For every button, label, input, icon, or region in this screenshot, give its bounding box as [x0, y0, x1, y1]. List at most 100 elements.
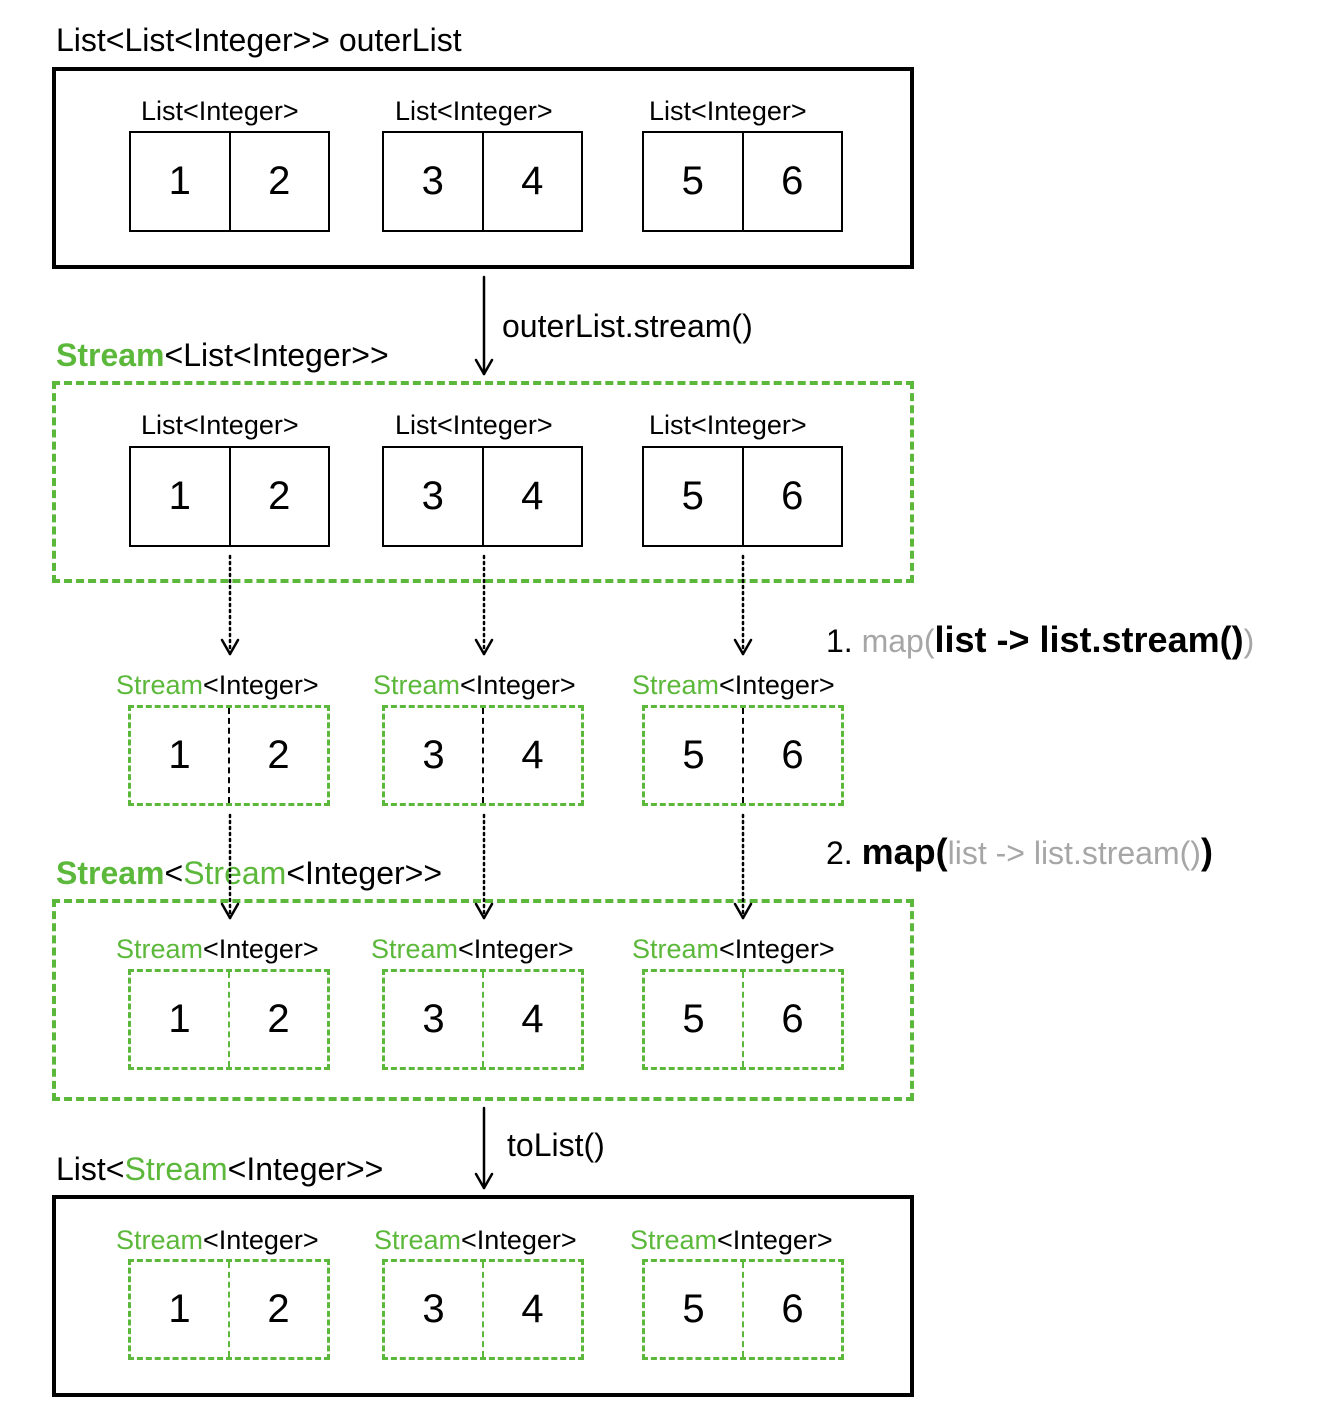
step-2-number: 2.: [826, 835, 853, 871]
stream-type-rest: <Integer>: [203, 670, 319, 700]
list-integer-label-5: List<Integer>: [395, 410, 553, 440]
arrow-head-icon: [220, 638, 240, 656]
element-cell: 3: [421, 159, 444, 203]
stream-type-rest: <Integer>: [719, 934, 835, 964]
list-integer-label-3: List<Integer>: [649, 96, 807, 126]
stream-type-rest: <Integer>: [719, 670, 835, 700]
list-integer-label-6: List<Integer>: [649, 410, 807, 440]
arrow-head-icon: [733, 638, 753, 656]
element-cell: 2: [228, 1262, 327, 1357]
step-1-close: ): [1243, 623, 1255, 659]
element-cell: 4: [482, 708, 581, 803]
stream-integer-label-6: Stream<Integer>: [632, 936, 835, 963]
element-cell: 2: [228, 133, 329, 230]
element-cell: 1: [168, 997, 191, 1041]
element-cell: 1: [168, 1287, 191, 1331]
stream-integer-label-1: Stream<Integer>: [116, 672, 319, 699]
arrow-head-icon: [474, 638, 494, 656]
stream-keyword: Stream: [373, 670, 461, 700]
outer-list-title: List<List<Integer>> outerList: [56, 22, 462, 58]
element-cell: 3: [422, 733, 445, 777]
inner-list-3: 5 6: [642, 131, 843, 232]
outer-list-box: [52, 67, 914, 269]
element-cell: 3: [421, 474, 444, 518]
stream-type-rest: <Integer>>: [286, 855, 443, 891]
element-cell: 6: [742, 1262, 841, 1357]
element-cell: 2: [228, 448, 329, 545]
to-list-op-label: toList(): [507, 1127, 605, 1163]
stream-integer-label-7: Stream<Integer>: [116, 1227, 319, 1254]
stream-type-lt: <: [164, 855, 184, 891]
stream-integer-label-2: Stream<Integer>: [373, 672, 576, 699]
element-cell: 6: [742, 708, 841, 803]
step-2-lambda: list -> list.stream(): [947, 835, 1201, 871]
element-cell: 4: [482, 1262, 581, 1357]
inner-list-1: 1 2: [129, 131, 330, 232]
nested-stream-2: 3 4: [382, 969, 584, 1070]
list-integer-label-4: List<Integer>: [141, 410, 299, 440]
list-of-streams-box: [52, 1195, 914, 1397]
stream-keyword: Stream: [124, 1151, 228, 1187]
stream-keyword: Stream: [116, 934, 204, 964]
stream-keyword: Stream: [371, 934, 459, 964]
stream-type-rest: <Integer>: [458, 934, 574, 964]
element-cell: 5: [682, 1287, 705, 1331]
step-2-map-word: map(: [861, 831, 948, 872]
stream-integer-label-3: Stream<Integer>: [632, 672, 835, 699]
mapped-stream-3: 5 6: [642, 705, 844, 806]
list-type-prefix: List<: [56, 1151, 125, 1187]
stream-inner-list-2: 3 4: [382, 446, 583, 547]
listed-stream-3: 5 6: [642, 1259, 844, 1360]
element-cell: 3: [422, 1287, 445, 1331]
element-cell: 5: [681, 159, 704, 203]
step-1-map-word: map(: [861, 623, 935, 659]
list-integer-label-1: List<Integer>: [141, 96, 299, 126]
arrow-head-icon: [474, 358, 494, 376]
element-cell: 4: [481, 448, 582, 545]
inner-list-2: 3 4: [382, 131, 583, 232]
arrow-head-icon: [474, 1172, 494, 1190]
stream-type-rest: <Integer>: [717, 1225, 833, 1255]
element-cell: 5: [681, 474, 704, 518]
stream-keyword: Stream: [374, 1225, 462, 1255]
element-cell: 6: [741, 133, 842, 230]
stream-type-rest: <Integer>>: [227, 1151, 384, 1187]
element-cell: 2: [228, 708, 327, 803]
stream-type-rest: <Integer>: [203, 934, 319, 964]
element-cell: 4: [481, 133, 582, 230]
element-cell: 5: [682, 997, 705, 1041]
stream-type-rest: <List<Integer>>: [164, 337, 389, 373]
element-cell: 5: [682, 733, 705, 777]
listed-stream-2: 3 4: [382, 1259, 584, 1360]
stream-keyword: Stream: [116, 670, 204, 700]
step-1-number: 1.: [826, 623, 853, 659]
element-cell: 6: [741, 448, 842, 545]
element-cell: 1: [168, 474, 191, 518]
stream-integer-label-4: Stream<Integer>: [116, 936, 319, 963]
step-2-annotation: 2. map(list -> list.stream()): [826, 834, 1213, 870]
stream-inner-list-3: 5 6: [642, 446, 843, 547]
arrow-head-icon: [220, 902, 240, 920]
stream-type-rest: <Integer>: [203, 1225, 319, 1255]
arrow-head-icon: [474, 902, 494, 920]
stream-list-title: Stream<List<Integer>>: [56, 339, 389, 371]
stream-integer-label-8: Stream<Integer>: [374, 1227, 577, 1254]
element-cell: 1: [168, 733, 191, 777]
step-2-close: ): [1200, 831, 1213, 872]
stream-keyword: Stream: [56, 337, 165, 373]
nested-stream-1: 1 2: [128, 969, 330, 1070]
stream-keyword: Stream: [116, 1225, 204, 1255]
stream-keyword: Stream: [630, 1225, 718, 1255]
step-1-annotation: 1. map(list -> list.stream()): [826, 622, 1254, 658]
listed-stream-1: 1 2: [128, 1259, 330, 1360]
stream-integer-label-5: Stream<Integer>: [371, 936, 574, 963]
list-integer-label-2: List<Integer>: [395, 96, 553, 126]
stream-keyword: Stream: [632, 670, 720, 700]
mapped-stream-1: 1 2: [128, 705, 330, 806]
stream-op-label: outerList.stream(): [502, 308, 753, 344]
stream-type-rest: <Integer>: [461, 1225, 577, 1255]
stream-integer-label-9: Stream<Integer>: [630, 1227, 833, 1254]
stream-type-rest: <Integer>: [460, 670, 576, 700]
